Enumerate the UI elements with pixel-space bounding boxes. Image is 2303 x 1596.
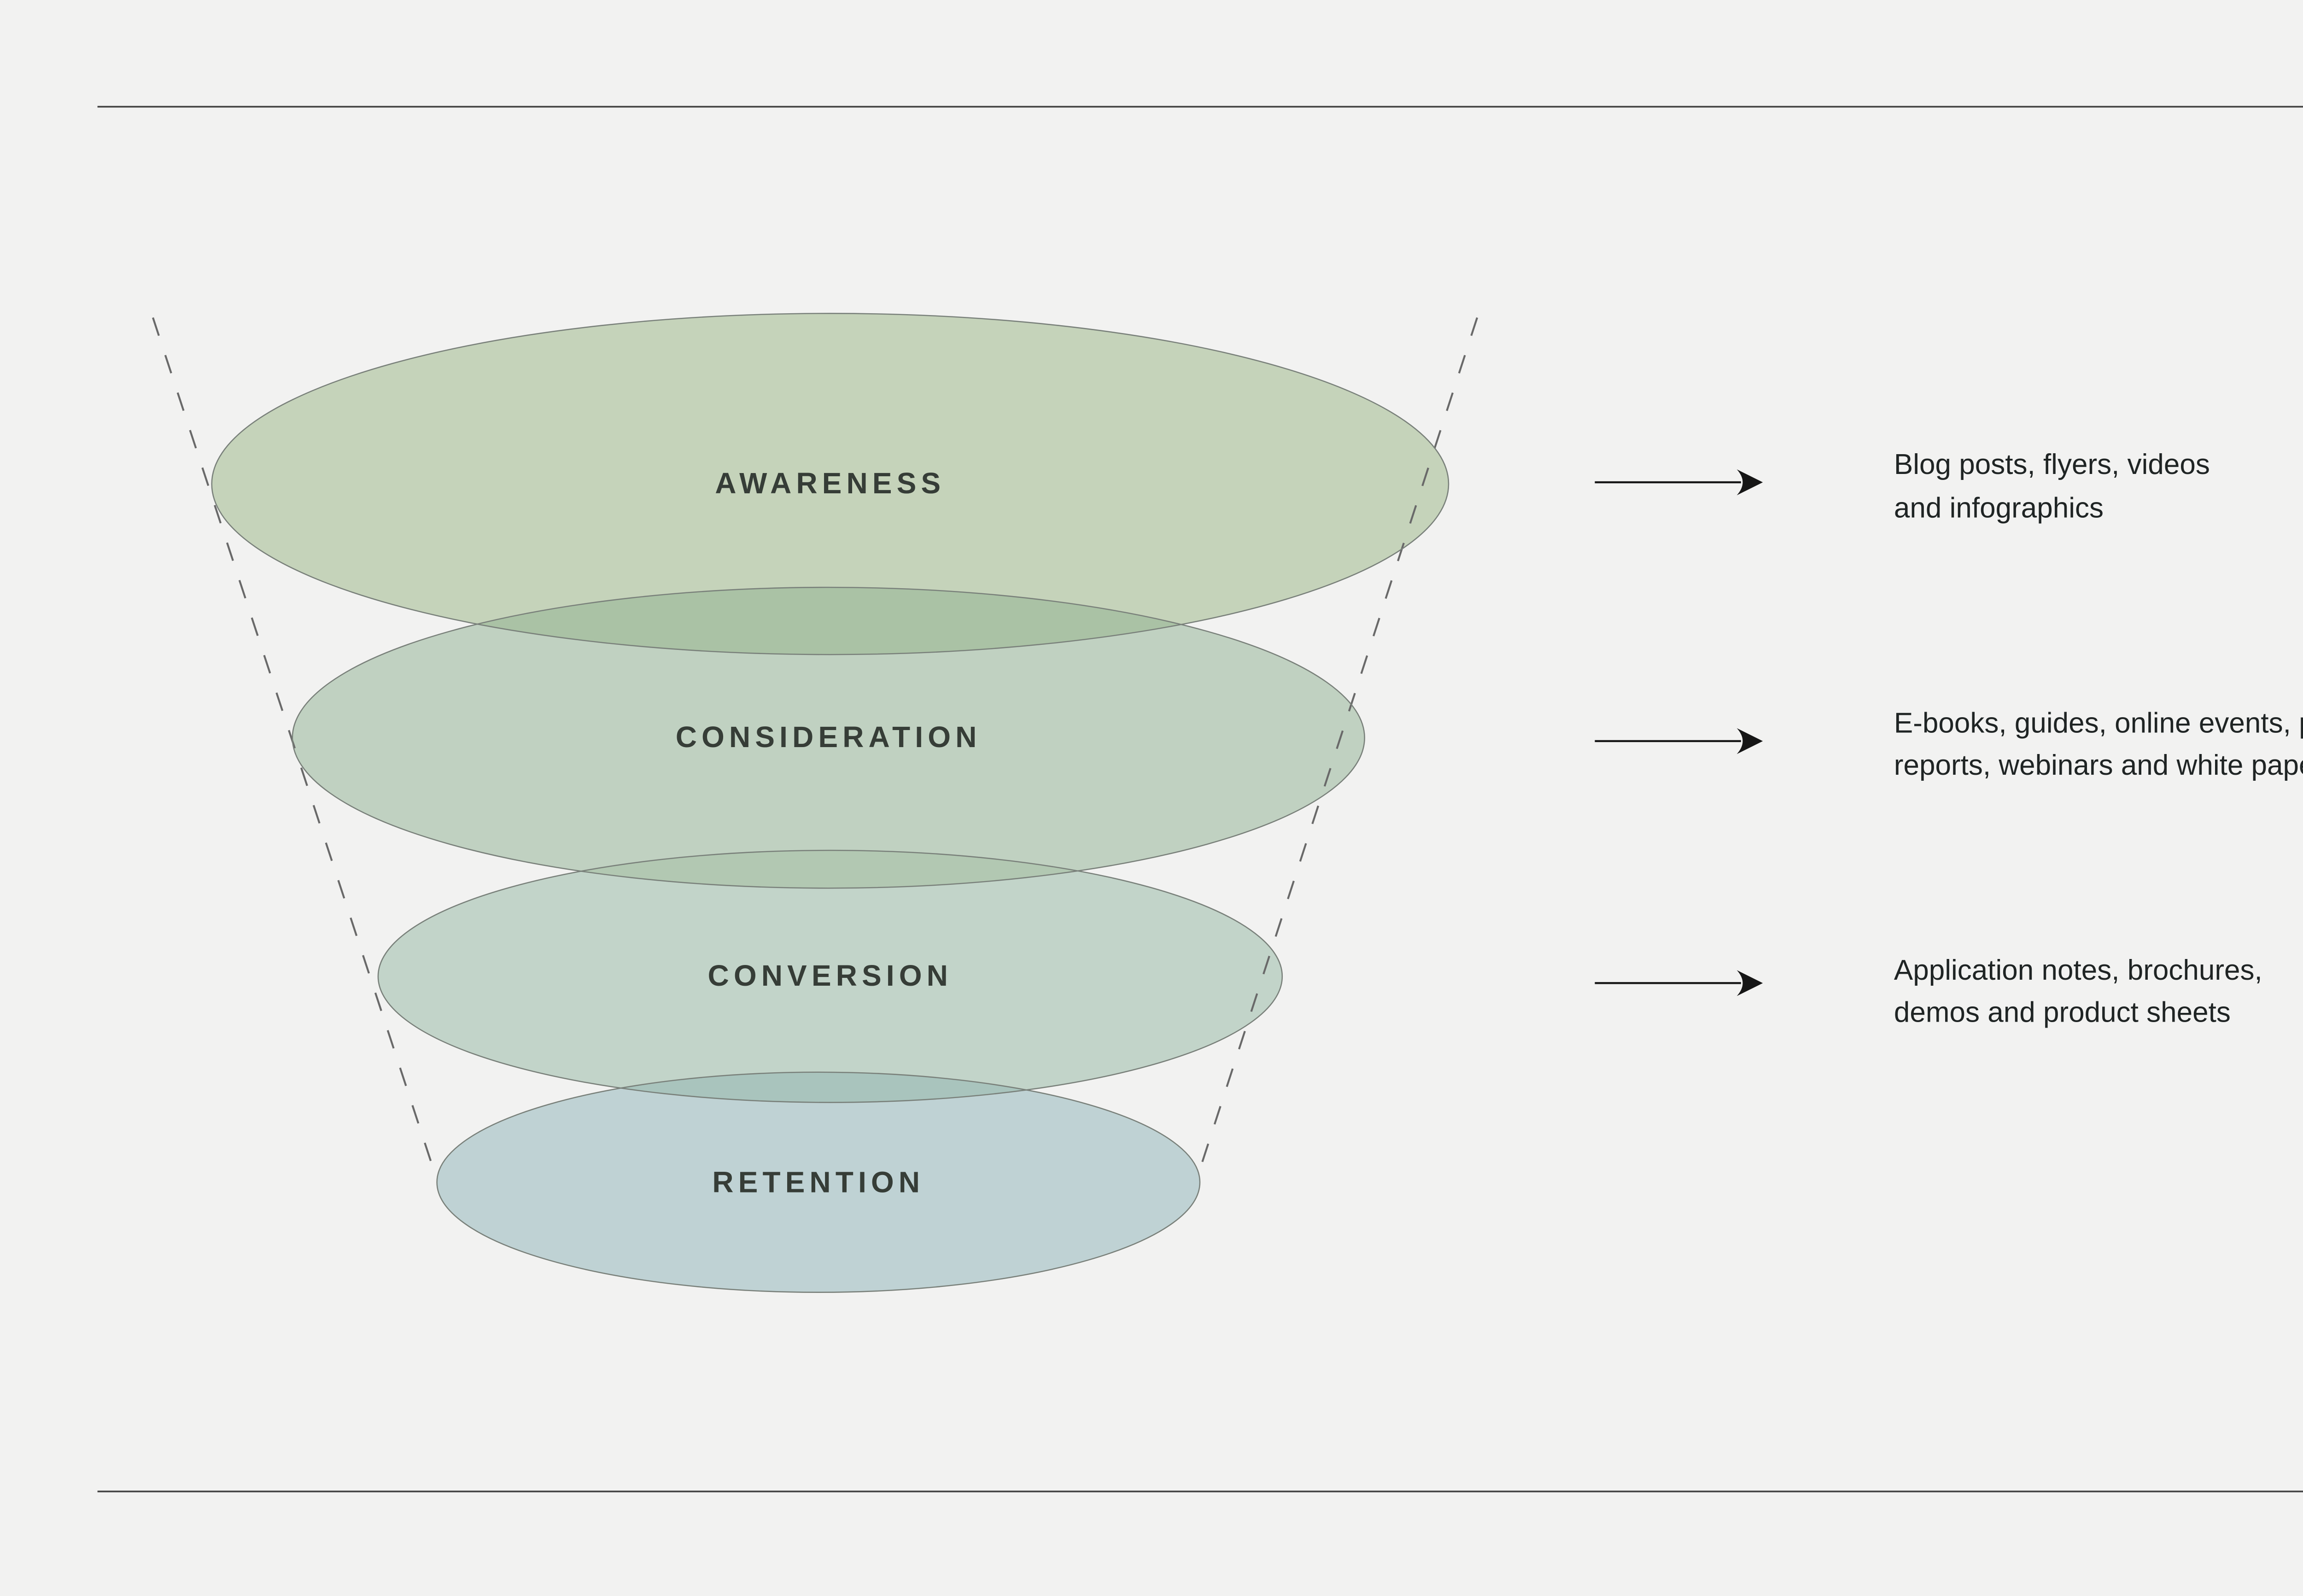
funnel-guide-line-right bbox=[1195, 317, 1479, 1180]
annotation-line: and infographics bbox=[1894, 491, 2104, 524]
top-rule bbox=[98, 105, 2303, 107]
arrow-conversion-icon bbox=[1595, 970, 1763, 996]
funnel-guide-line-left bbox=[152, 317, 438, 1180]
annotation-consideration: E-books, guides, online events, posters,… bbox=[1894, 702, 2303, 788]
annotation-line: reports, webinars and white papers bbox=[1894, 749, 2303, 782]
stage-ellipse-conversion bbox=[378, 850, 1282, 1103]
stage-outline-awareness bbox=[211, 313, 1450, 655]
stage-label-consideration: CONSIDERATION bbox=[675, 720, 982, 754]
stage-ellipse-retention bbox=[437, 1072, 1200, 1292]
annotation-line: E-books, guides, online events, posters, bbox=[1894, 707, 2303, 739]
annotation-conversion: Application notes, brochures, demos and … bbox=[1894, 949, 2262, 1035]
stage-outline-retention bbox=[436, 1071, 1201, 1293]
arrow-head bbox=[1736, 469, 1763, 496]
arrow-head bbox=[1736, 728, 1763, 754]
stage-label-awareness: AWARENESS bbox=[715, 466, 946, 500]
annotation-line: Application notes, brochures, bbox=[1894, 954, 2262, 986]
arrow-consideration-icon bbox=[1595, 728, 1763, 754]
stage-outline-consideration bbox=[292, 586, 1365, 889]
bottom-rule bbox=[98, 1491, 2303, 1492]
stage-ellipse-awareness bbox=[211, 313, 1449, 655]
annotation-line: Blog posts, flyers, videos bbox=[1894, 449, 2210, 481]
stage-outline-conversion bbox=[377, 849, 1283, 1103]
stage-label-retention: RETENTION bbox=[712, 1164, 925, 1198]
stage-outlines bbox=[211, 313, 1450, 1293]
annotation-line: demos and product sheets bbox=[1894, 997, 2231, 1029]
stage-ellipse-consideration bbox=[292, 587, 1365, 889]
annotation-awareness: Blog posts, flyers, videos and infograph… bbox=[1894, 444, 2210, 529]
stage-label-conversion: CONVERSION bbox=[707, 959, 953, 993]
arrow-head bbox=[1736, 970, 1763, 996]
arrow-awareness-icon bbox=[1595, 469, 1763, 496]
